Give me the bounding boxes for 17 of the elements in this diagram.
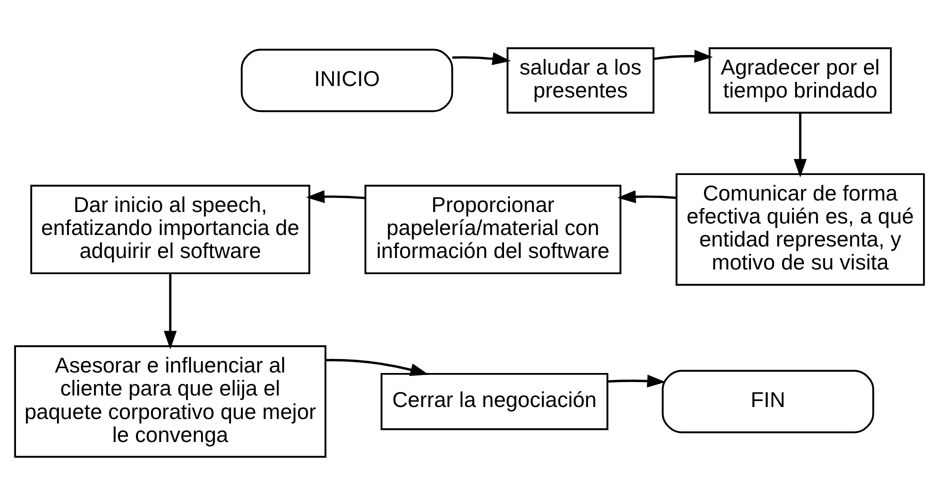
arrow (452, 52, 511, 65)
node-box: Dar inicio al speech, enfatizando importancia de adquirir el software (30, 184, 310, 274)
node-box: Proporcionar papelería/material con información del software (364, 184, 622, 274)
node-box: Agradecer por el tiempo brindado (708, 46, 892, 114)
node-box: FIN (662, 369, 874, 433)
node-box: Asesorar e influenciar al cliente para que elija el paquete corporativo que mejor le convenga (14, 344, 326, 458)
node-box: Cerrar la negociación (380, 372, 608, 430)
arrow (306, 190, 365, 203)
arrow (617, 190, 676, 203)
node-box: saludar a los presentes (506, 46, 654, 114)
node-box: Comunicar de forma efectiva quién es, a qué entidad representa, y motivo de su visita (676, 172, 925, 286)
arrow (608, 374, 666, 388)
node-box: INICIO (240, 48, 454, 112)
arrow (164, 273, 177, 349)
arrow (794, 112, 807, 177)
arrow (326, 358, 429, 376)
arrow (654, 49, 713, 62)
